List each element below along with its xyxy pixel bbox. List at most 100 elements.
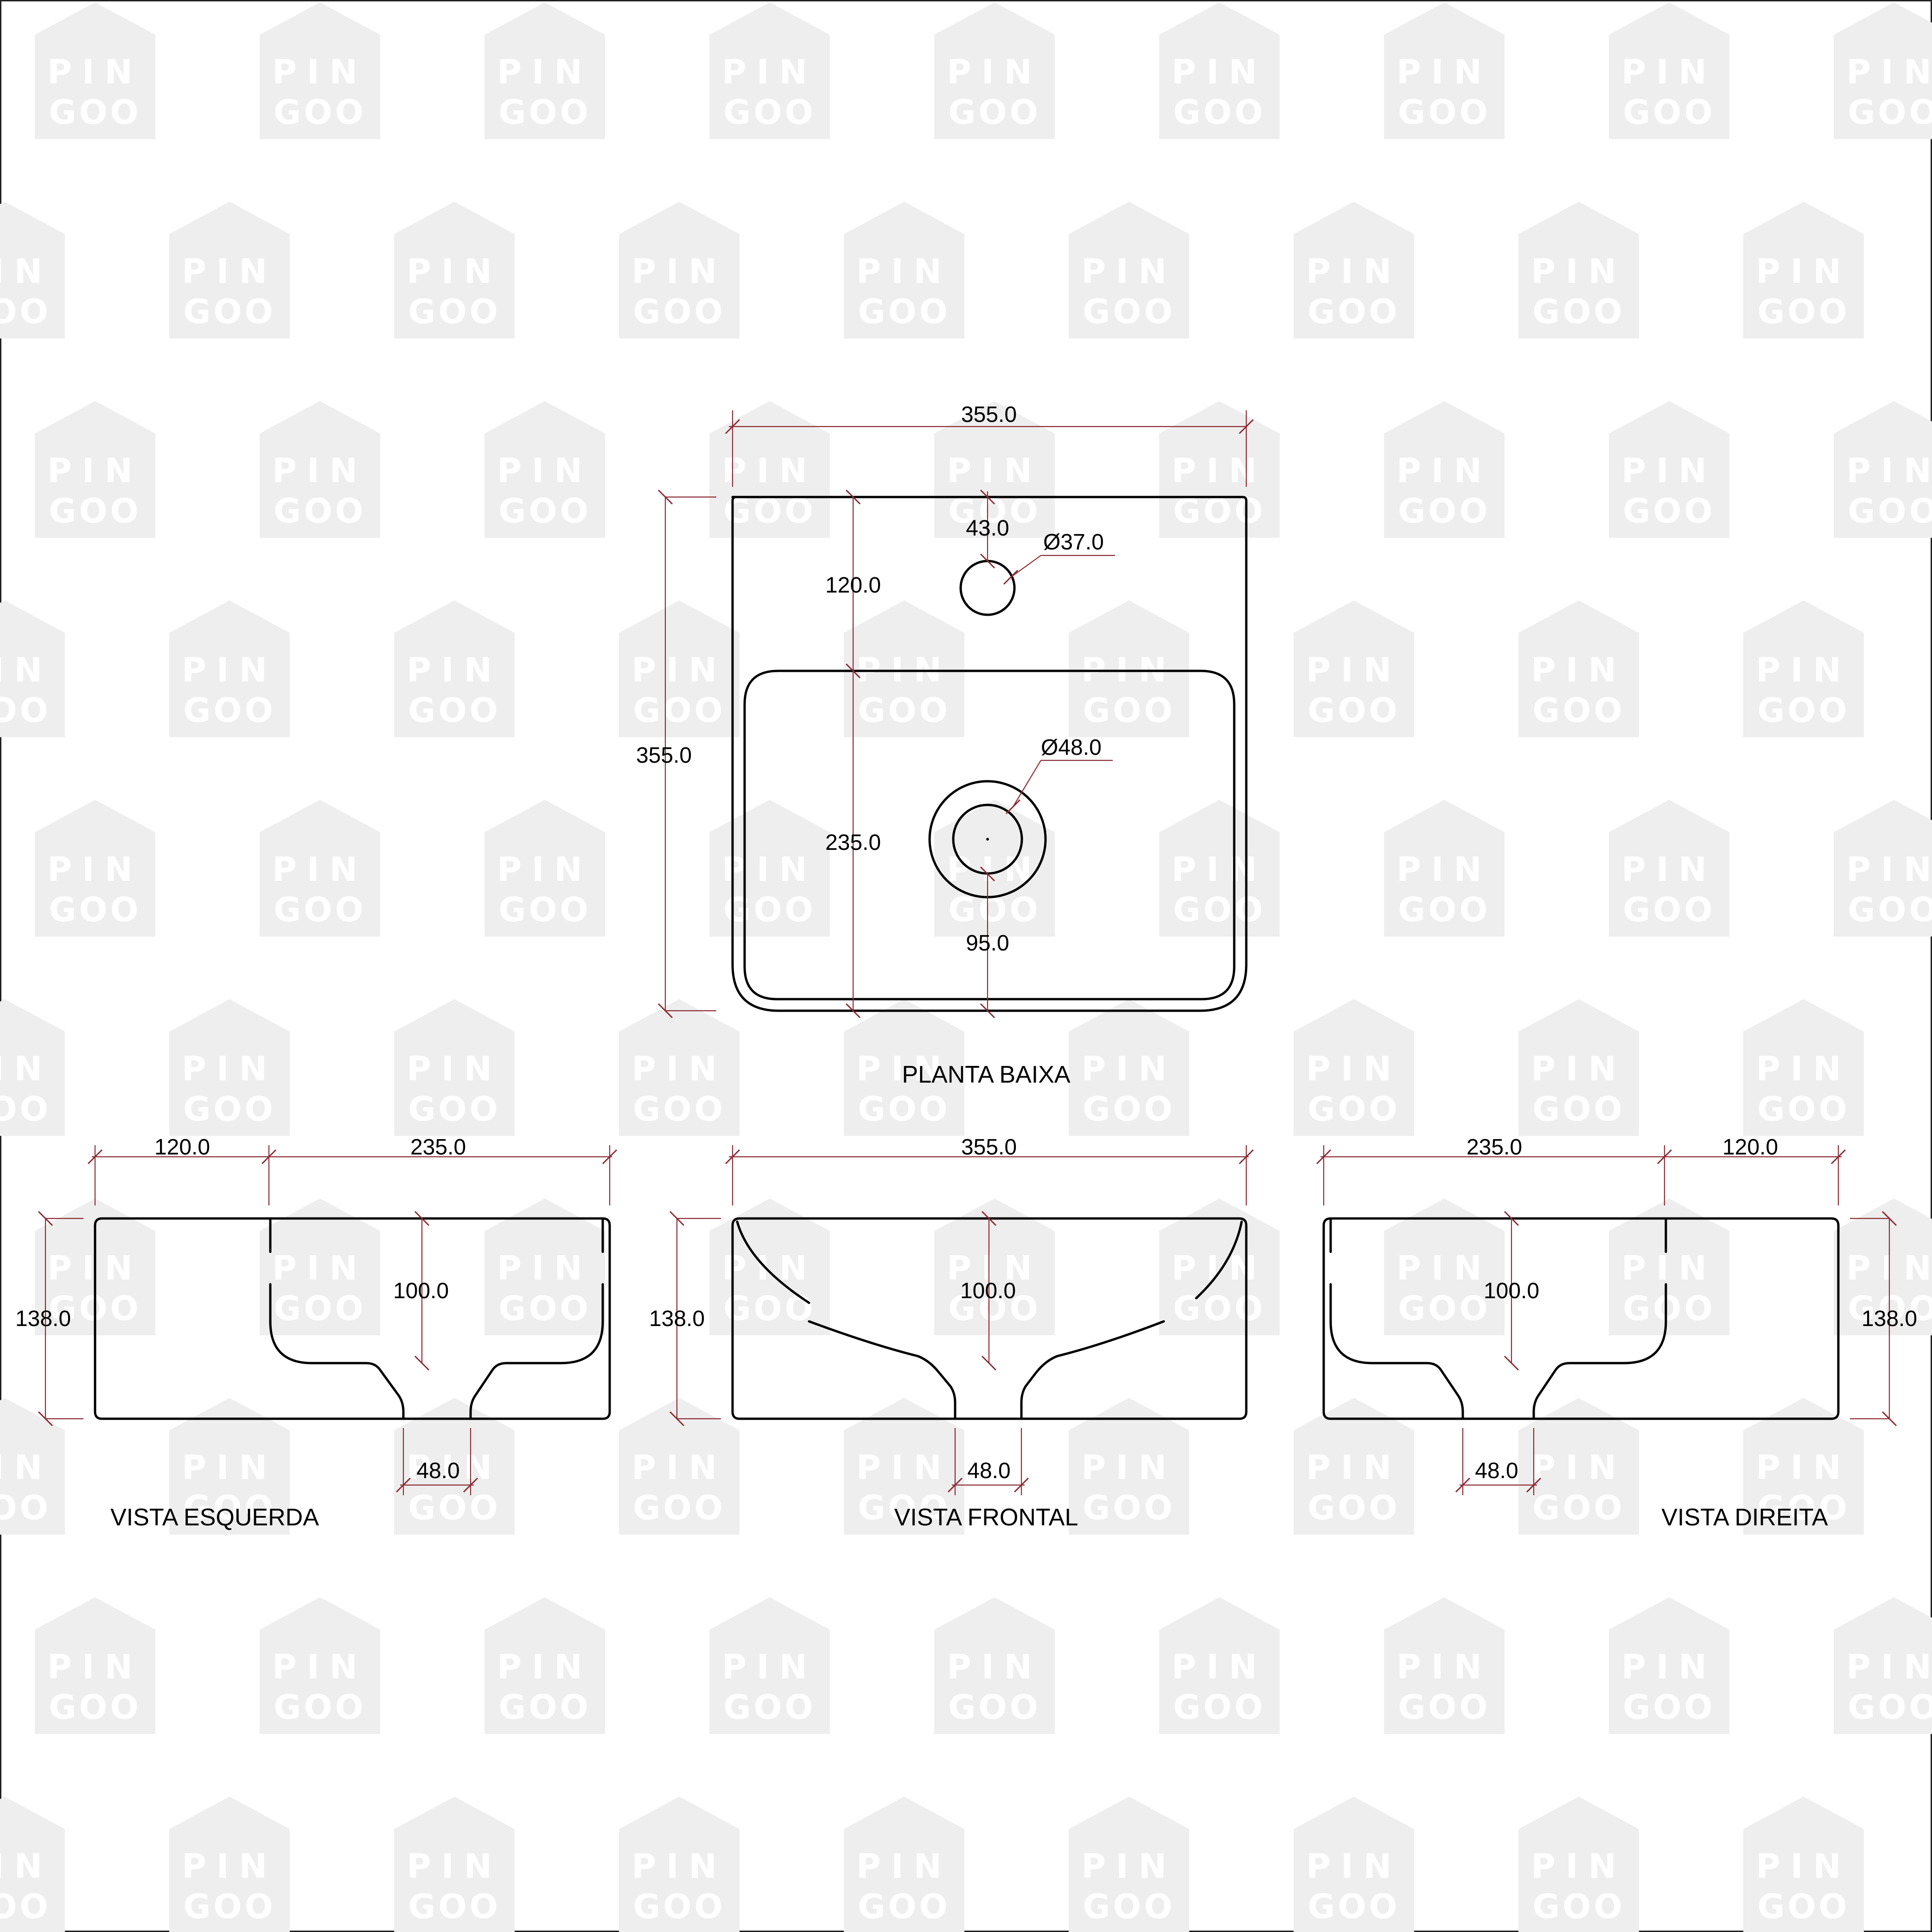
svg-text:GOO: GOO bbox=[633, 691, 726, 730]
left-view: 120.0 235.0 138.0 100.0 48.0 VISTA ESQUE… bbox=[15, 1135, 618, 1531]
tap-offset-label: 43.0 bbox=[966, 516, 1009, 541]
plan-title: PLANTA BAIXA bbox=[902, 1061, 1071, 1088]
svg-text:PIN: PIN bbox=[182, 650, 277, 689]
left-bowl-profile bbox=[469, 1283, 604, 1420]
svg-text:PIN: PIN bbox=[272, 850, 368, 889]
svg-text:PIN: PIN bbox=[1081, 252, 1177, 291]
front-view-title: VISTA FRONTAL bbox=[894, 1504, 1078, 1531]
svg-text:GOO: GOO bbox=[49, 1289, 141, 1328]
svg-text:GOO: GOO bbox=[1083, 1488, 1175, 1527]
svg-text:PIN: PIN bbox=[407, 1049, 502, 1088]
left-bowl-label: 235.0 bbox=[410, 1135, 466, 1160]
svg-text:GOO: GOO bbox=[723, 93, 816, 132]
plan-outline bbox=[731, 496, 1248, 1012]
svg-text:GOO: GOO bbox=[183, 691, 276, 730]
svg-text:GOO: GOO bbox=[1398, 890, 1491, 929]
right-bowl-label: 235.0 bbox=[1467, 1135, 1522, 1160]
right-inner-depth-label: 100.0 bbox=[1484, 1279, 1539, 1303]
svg-text:PIN: PIN bbox=[272, 1249, 368, 1288]
svg-text:PIN: PIN bbox=[1081, 1049, 1177, 1088]
svg-text:PIN: PIN bbox=[1621, 850, 1717, 889]
left-height-label: 138.0 bbox=[15, 1307, 71, 1331]
front-outline bbox=[731, 1217, 1248, 1420]
right-view: 235.0 120.0 138.0 100.0 48.0 VISTA DIREI… bbox=[1316, 1135, 1917, 1531]
svg-text:GOO: GOO bbox=[1532, 1488, 1625, 1527]
svg-text:PIN: PIN bbox=[272, 1647, 368, 1686]
svg-text:PIN: PIN bbox=[497, 451, 593, 490]
plan-bowl bbox=[743, 670, 1236, 1001]
svg-text:PIN: PIN bbox=[1756, 1847, 1851, 1886]
svg-text:PIN: PIN bbox=[1306, 1049, 1402, 1088]
left-drain-label: 48.0 bbox=[416, 1459, 459, 1483]
svg-text:PIN: PIN bbox=[1846, 451, 1932, 490]
svg-text:PIN: PIN bbox=[1621, 1249, 1717, 1288]
svg-text:PIN: PIN bbox=[407, 1847, 502, 1886]
svg-text:PIN: PIN bbox=[631, 252, 727, 291]
svg-text:GOO: GOO bbox=[498, 93, 591, 132]
svg-text:GOO: GOO bbox=[1398, 491, 1491, 530]
front-bowl-curve bbox=[1195, 1220, 1243, 1300]
svg-text:PIN: PIN bbox=[1306, 252, 1402, 291]
svg-text:GOO: GOO bbox=[1173, 1289, 1266, 1328]
svg-text:PIN: PIN bbox=[1172, 1249, 1267, 1288]
svg-text:PIN: PIN bbox=[947, 850, 1042, 889]
svg-text:PIN: PIN bbox=[1531, 1448, 1626, 1487]
front-drain-label: 48.0 bbox=[967, 1459, 1010, 1483]
svg-text:PIN: PIN bbox=[407, 650, 502, 689]
svg-text:PIN: PIN bbox=[1172, 850, 1267, 889]
svg-text:PIN: PIN bbox=[497, 1249, 593, 1288]
svg-text:GOO: GOO bbox=[948, 1289, 1041, 1328]
svg-text:PIN: PIN bbox=[1846, 850, 1932, 889]
left-view-title: VISTA ESQUERDA bbox=[110, 1504, 319, 1531]
svg-text:GOO: GOO bbox=[0, 1887, 51, 1926]
svg-text:GOO: GOO bbox=[1083, 1887, 1175, 1926]
svg-text:GOO: GOO bbox=[1757, 691, 1850, 730]
svg-text:PIN: PIN bbox=[1531, 1049, 1626, 1088]
svg-text:PIN: PIN bbox=[497, 850, 593, 889]
svg-text:PIN: PIN bbox=[0, 1847, 52, 1886]
svg-text:PIN: PIN bbox=[0, 252, 52, 291]
left-inner-depth-label: 100.0 bbox=[393, 1279, 449, 1303]
svg-text:PIN: PIN bbox=[1306, 1847, 1402, 1886]
svg-text:PIN: PIN bbox=[1756, 650, 1851, 689]
left-bowl-profile bbox=[269, 1283, 405, 1420]
svg-text:PIN: PIN bbox=[631, 1847, 727, 1886]
front-bowl-curve bbox=[1020, 1320, 1165, 1420]
right-bowl-profile bbox=[1329, 1283, 1464, 1420]
svg-text:PIN: PIN bbox=[1396, 1249, 1492, 1288]
svg-text:GOO: GOO bbox=[1532, 1887, 1625, 1926]
right-drain-label: 48.0 bbox=[1475, 1459, 1518, 1483]
svg-text:PIN: PIN bbox=[47, 1647, 143, 1686]
svg-text:GOO: GOO bbox=[498, 1688, 591, 1727]
svg-text:GOO: GOO bbox=[723, 1688, 816, 1727]
svg-text:PIN: PIN bbox=[1621, 451, 1717, 490]
svg-text:GOO: GOO bbox=[408, 1887, 501, 1926]
